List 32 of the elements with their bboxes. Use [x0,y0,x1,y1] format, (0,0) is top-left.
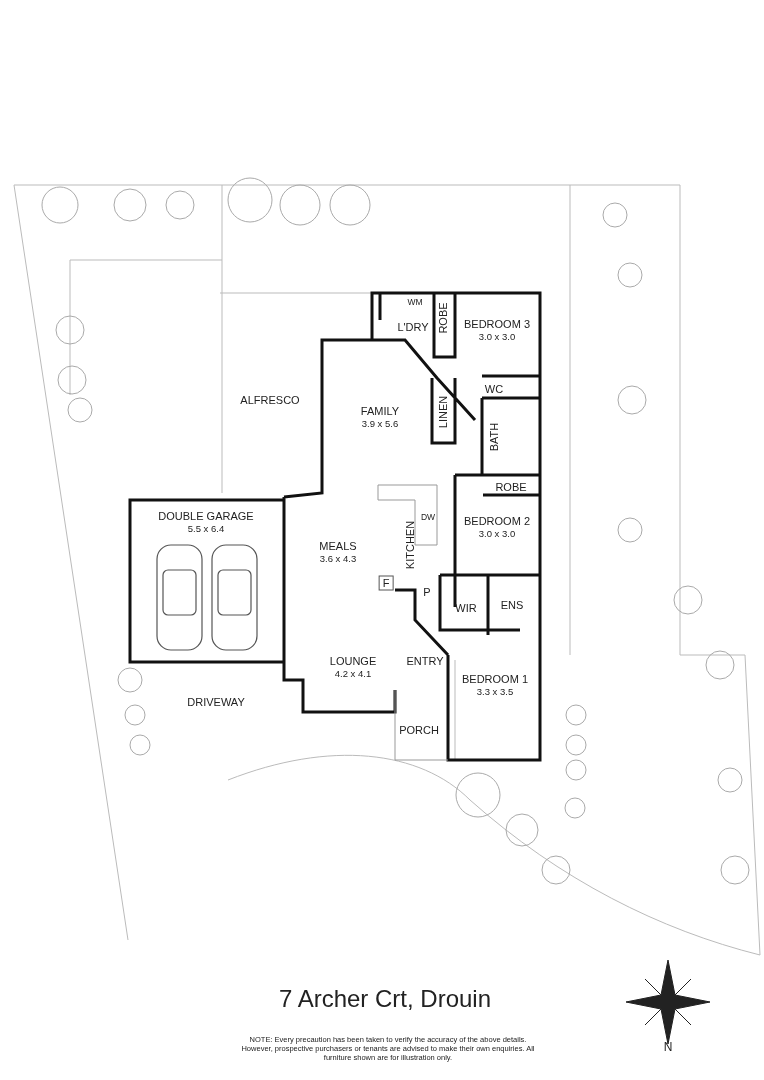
room-name: LOUNGE [329,655,377,668]
room-name: ROBE [495,480,527,494]
room-name: BEDROOM 3 [464,318,530,331]
room-dimensions: 3.0 x 3.0 [477,331,517,342]
north-label: N [663,1040,673,1054]
room-name: BEDROOM 2 [464,515,530,528]
room-name: L'DRY [397,320,429,334]
room-name: KITCHEN [403,520,417,570]
room-name: ENTRY [406,654,444,668]
room-name: P [423,585,431,599]
room-dimensions: 5.5 x 6.4 [186,523,226,534]
room-name: WIR [455,601,477,615]
room-name: ENS [500,598,524,612]
room-name: PORCH [399,723,439,737]
room-name: DOUBLE GARAGE [158,510,254,523]
room-dimensions: 3.3 x 3.5 [475,686,515,697]
room-name: BATH [487,422,501,452]
room-name: MEALS [319,540,357,553]
appliance-label: DW [420,512,436,522]
room-name: FAMILY [360,405,400,418]
room-name: WC [484,382,504,396]
room-dimensions: 3.9 x 5.6 [360,418,400,429]
area-name: ALFRESCO [240,393,300,407]
room-dimensions: 3.6 x 4.3 [319,553,357,564]
room-name: ROBE [436,302,450,334]
room-name: BEDROOM 1 [462,673,528,686]
title: 7 Archer Crt, Drouin [277,985,493,1013]
room-dimensions: 4.2 x 4.1 [333,668,373,679]
appliance-label: WM [407,297,423,307]
room-dimensions: 3.0 x 3.0 [477,528,517,539]
room-name: LINEN [436,395,450,429]
area-name: DRIVEWAY [187,695,245,709]
